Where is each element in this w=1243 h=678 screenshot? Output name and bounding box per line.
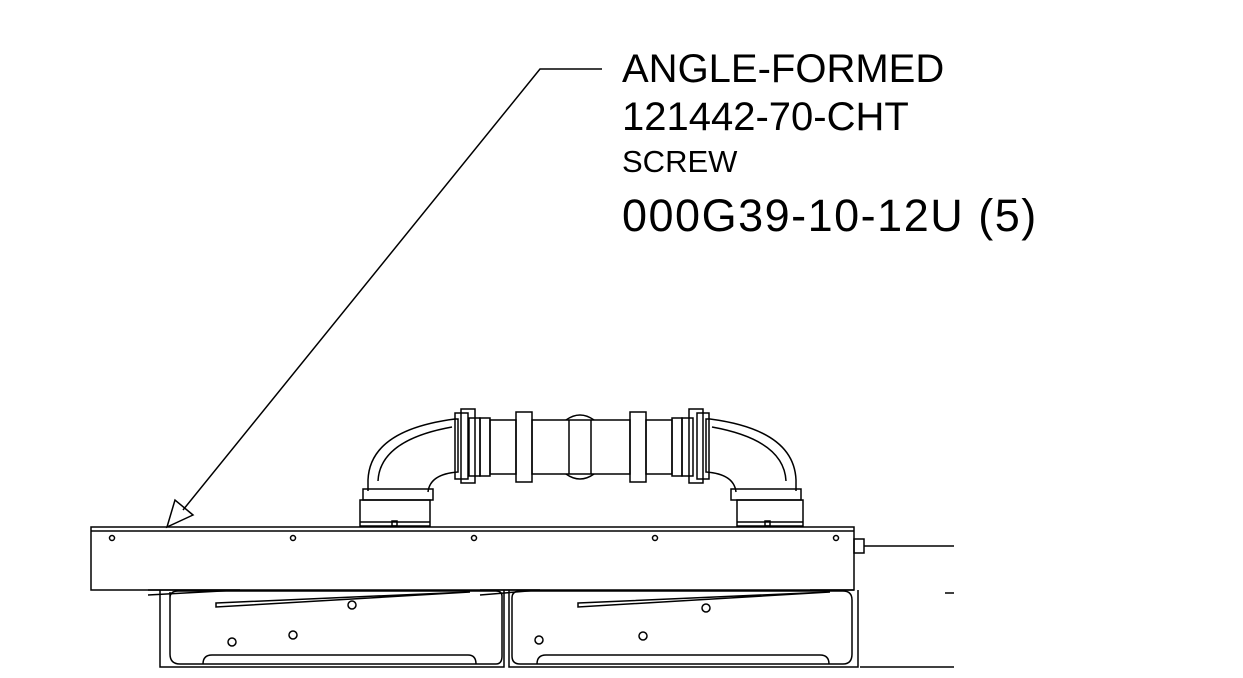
box-hole [701, 603, 711, 613]
box-hole [638, 631, 648, 641]
pipe-assembly [359, 408, 804, 527]
screw-hole [470, 534, 478, 542]
screw-hole [651, 534, 659, 542]
left-lower-box [159, 590, 505, 668]
right-elbow [705, 418, 797, 493]
leader-arrowhead [165, 498, 195, 529]
box-hole [288, 630, 298, 640]
center-flange [565, 414, 595, 480]
fastener-name-label: SCREW [622, 144, 738, 179]
angle-formed-plate [90, 526, 865, 596]
fastener-number-label: 000G39-10-12U (5) [622, 190, 1038, 241]
box-hole [534, 635, 544, 645]
left-elbow-collar [362, 488, 434, 501]
screw-holes [108, 534, 840, 542]
box-hole [227, 637, 237, 647]
center-pipe [531, 419, 631, 475]
screw-hole [832, 534, 840, 542]
box-hole [347, 600, 357, 610]
part-number-label: 121442-70-CHT [622, 95, 909, 139]
right-elbow-collar [730, 488, 802, 501]
callout-leader [165, 68, 602, 529]
part-name-label: ANGLE-FORMED [622, 47, 945, 91]
left-elbow [367, 418, 459, 493]
screw-hole [108, 534, 116, 542]
side-duct [860, 545, 954, 668]
right-lower-box [508, 590, 859, 668]
right-coupling [629, 411, 647, 483]
screw-hole [289, 534, 297, 542]
